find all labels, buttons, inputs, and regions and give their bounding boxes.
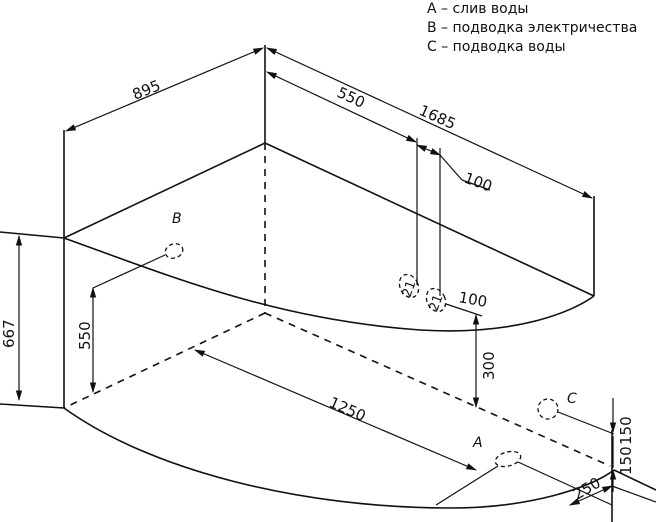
left-wall-top [0,231,65,239]
back-top-edge-left [63,142,266,239]
right-wall-bottom [613,469,656,491]
dim-300-label: 300 [480,351,498,380]
back-top-edge-right [264,142,595,297]
pipe-circle-right [425,287,447,313]
hidden-bottom-left [63,312,266,409]
top-rim-curve [63,237,595,332]
pipe-circle-left [398,273,420,299]
outlet-c-leader [557,411,615,435]
pipe-21b-label: 21 [427,293,447,314]
outlet-a-leader [435,465,499,506]
dim-150-upper: 150 [609,398,635,468]
tub-outline [0,45,656,522]
dim-667: 667 [0,234,23,402]
dim-150-lower-label: 150 [617,446,635,475]
outlet-b-leader [92,254,166,289]
dim-895-label: 895 [130,76,163,103]
dim-550-label: 550 [76,321,94,350]
left-wall-bottom [0,403,65,409]
marker-b: B 550 [76,211,184,394]
legend-item-b: B – подводка электричества [427,20,638,36]
legend: A – слив воды B – подводка электричества… [427,0,637,57]
hidden-bottom-right [264,312,611,467]
outlet-c-circle [537,398,559,420]
pipe-guides [416,138,441,296]
legend-item-a: A – слив воды [427,1,529,17]
dim-100-mid-label: 100 [457,288,488,311]
dim-1250: 1250 [194,349,477,471]
label-b: B [172,211,182,227]
dim-150-lower: 150 [609,446,635,492]
pipe-markers: 21 21 [398,273,447,314]
dim-100-top-label: 100 [462,169,495,196]
outlet-b-circle [164,243,184,259]
dim-1685: 1685 [266,47,593,199]
dim-1685-label: 1685 [416,101,458,133]
marker-c: C [537,391,615,435]
label-a: A [472,435,483,451]
dim-550-top-label: 550 [334,83,368,111]
dim-667-label: 667 [0,319,18,348]
dim-1250-label: 1250 [326,393,368,425]
dim-100-mid: 100 [445,288,489,317]
label-c: C [567,391,577,407]
outlet-a-circle [494,450,522,468]
bottom-front-curve [63,407,615,509]
dim-150-upper-label: 150 [617,416,635,445]
pipe-21a-label: 21 [400,279,420,300]
legend-item-c: C – подводка воды [427,39,566,55]
dim-895: 895 [65,47,264,132]
dim-100-top: 100 [416,144,495,196]
